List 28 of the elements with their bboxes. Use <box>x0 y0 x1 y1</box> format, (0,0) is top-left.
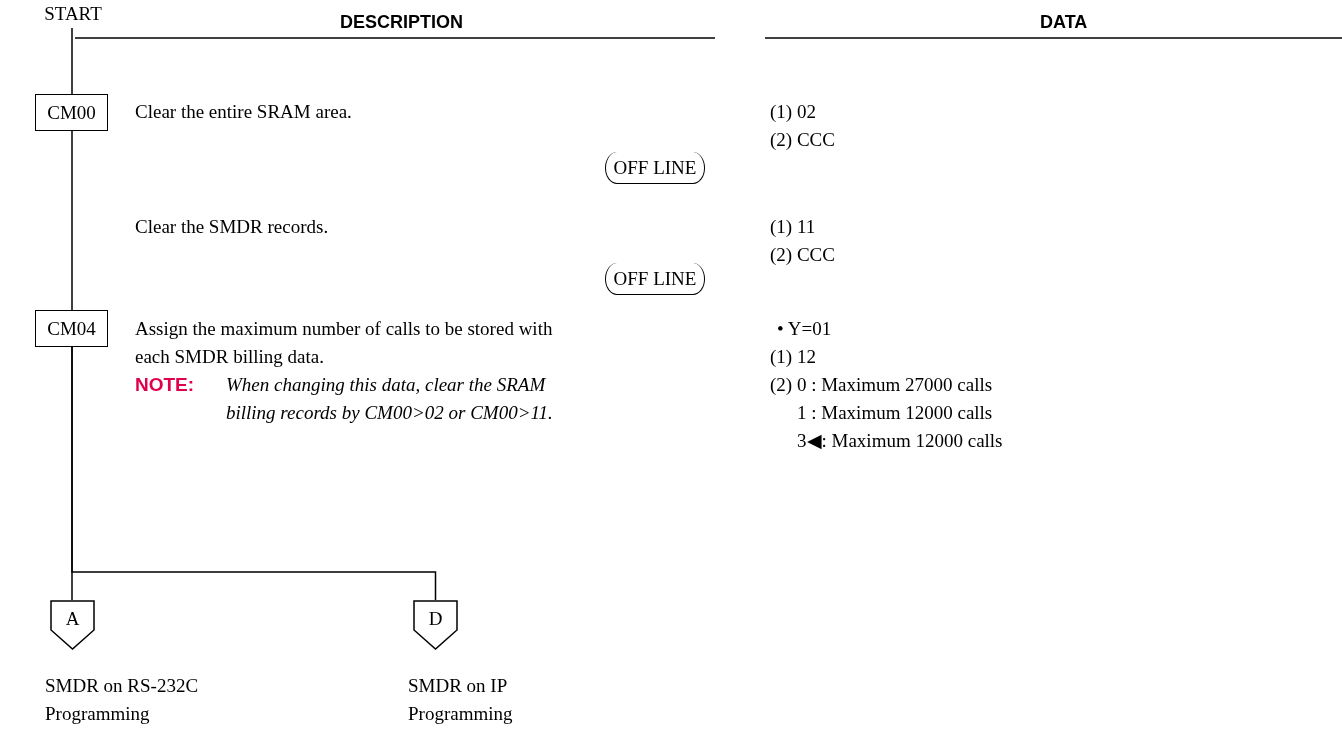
flow-line <box>71 27 73 95</box>
target-caption: SMDR on IP Programming <box>408 674 514 726</box>
flow-line <box>71 346 437 601</box>
data-item: (2) 0 : Maximum 27000 calls <box>770 373 994 397</box>
data-item: • Y=01 <box>777 317 833 341</box>
step-box: CM04 <box>35 310 108 347</box>
flow-line <box>71 130 73 311</box>
step-box: CM00 <box>35 94 108 131</box>
data-item: (2) CCC <box>770 243 836 267</box>
data-item: (1) 11 <box>770 215 817 239</box>
data-item: 3◀: Maximum 12000 calls <box>797 429 1004 453</box>
step-description: Clear the entire SRAM area. <box>135 100 353 124</box>
start-label: START <box>38 0 108 28</box>
target-caption: SMDR on RS-232C Programming <box>45 674 200 726</box>
column-heading: DESCRIPTION <box>340 11 463 34</box>
step-description: Assign the maximum number of calls to be stored with each SMDR billing data. <box>135 317 554 369</box>
data-item: 1 : Maximum 12000 calls <box>797 401 994 425</box>
note-heading: NOTE: <box>135 373 196 397</box>
connector-letter: A <box>65 608 80 630</box>
connector-letter: D <box>428 608 443 630</box>
note-text: When changing this data, clear the SRAM billing records by CM00>02 or CM00>11. <box>226 373 554 425</box>
step-description: Clear the SMDR records. <box>135 215 330 239</box>
data-item: (1) 02 <box>770 100 817 124</box>
data-item: (1) 12 <box>770 345 817 369</box>
data-item: (2) CCC <box>770 128 836 152</box>
connector-pentagon <box>50 600 95 650</box>
connector-pentagon <box>413 600 458 650</box>
column-heading: DATA <box>1040 11 1088 34</box>
